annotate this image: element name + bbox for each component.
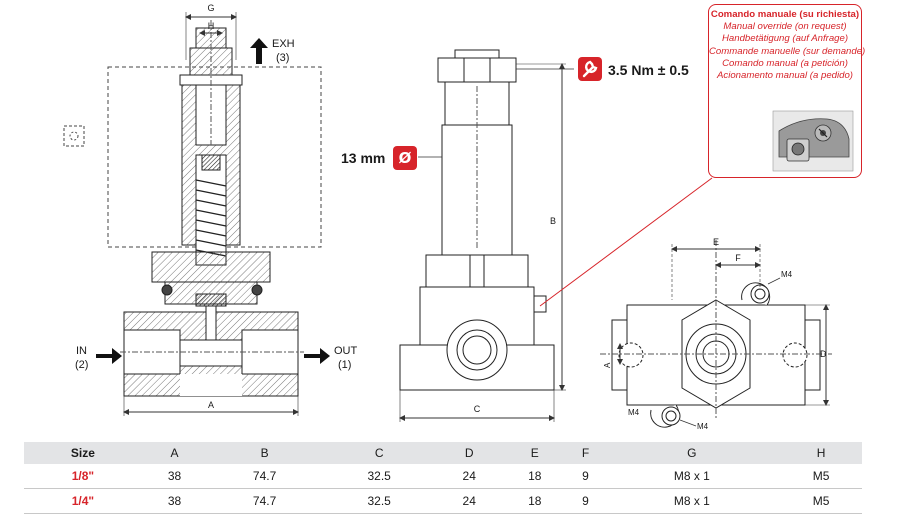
m4-top-label: M4 [781,270,793,279]
cell-f: 9 [567,488,604,514]
header-h: H [780,442,862,464]
out-arrow-icon [304,348,330,364]
out-port: (1) [338,359,351,371]
callout-line-es: Comando manual (a petición) [722,57,848,69]
in-label: IN [76,345,87,357]
cell-g: M8 x 1 [603,488,781,514]
callout-line-pt: Acionamento manual (a pedido) [717,70,853,82]
cell-h: M5 [780,464,862,489]
header-e: E [501,442,568,464]
flow-arrows [96,38,330,364]
in-port: (2) [75,359,88,371]
dimensions-table: Size A B C D E F G H 1/8" 38 74.7 32.5 2… [24,442,862,514]
diameter-badge: 13 mm Ø [341,146,417,170]
table-row: 1/8" 38 74.7 32.5 24 18 9 M8 x 1 M5 [24,464,862,489]
table-row: 1/4" 38 74.7 32.5 24 18 9 M8 x 1 M5 [24,488,862,514]
section-view [63,12,322,416]
in-arrow-icon [96,348,122,364]
callout-line-it: Comando manuale (su richiesta) [710,9,860,20]
cell-size: 1/8" [24,464,142,489]
out-label: OUT [334,345,358,357]
table-header-row: Size A B C D E F G H [24,442,862,464]
cell-c: 32.5 [321,464,437,489]
diameter-symbol: Ø [399,149,412,167]
header-c: C [321,442,437,464]
torque-badge: 3.5 Nm ± 0.5 [578,57,689,81]
cell-b: 74.7 [207,488,322,514]
callout-line-fr: Commande manuelle (sur demande) [709,45,866,57]
dim-e-label: E [713,237,719,247]
manual-override-image [772,110,854,172]
cell-f: 9 [567,464,604,489]
dim-h-label: H [208,21,215,31]
m4-bottom-left-label: M4 [628,408,640,417]
torque-value: 3.5 Nm ± 0.5 [608,62,689,78]
dim-g-label: G [207,3,214,13]
technical-drawing: G H A EXH (3) IN (2) OUT (1) B [63,3,832,431]
header-b: B [207,442,322,464]
dim-b-label: B [550,216,556,226]
header-d: D [436,442,502,464]
exh-arrow-icon [250,38,268,64]
cell-g: M8 x 1 [603,464,781,489]
diameter-value: 13 mm [341,150,385,166]
header-a: A [141,442,208,464]
cell-a: 38 [141,488,208,514]
dim-a-small-label: A [603,362,612,368]
manual-override-callout: Comando manuale (su richiesta) Manual ov… [708,4,866,178]
side-view [399,49,574,422]
cell-h: M5 [780,488,862,514]
cell-e: 18 [501,464,568,489]
dim-a-label: A [208,400,214,410]
dim-f-label: F [735,253,741,263]
callout-line-de: Handbetätigung (auf Anfrage) [721,33,849,45]
exh-label: EXH [272,38,295,50]
callout-line-en: Manual override (on request) [723,21,847,33]
cell-d: 24 [436,488,502,514]
cell-b: 74.7 [207,464,322,489]
cell-c: 32.5 [321,488,437,514]
top-view [600,240,832,428]
dim-d-label: D [820,349,827,359]
exh-port: (3) [276,52,289,64]
cell-a: 38 [141,464,208,489]
cell-e: 18 [501,488,568,514]
header-g: G [603,442,781,464]
cell-size: 1/4" [24,488,142,514]
diameter-icon [393,146,417,170]
cell-d: 24 [436,464,502,489]
dim-c-label: C [474,404,481,414]
header-f: F [567,442,604,464]
m4-bottom-right-label: M4 [697,422,709,431]
header-size: Size [24,442,142,464]
